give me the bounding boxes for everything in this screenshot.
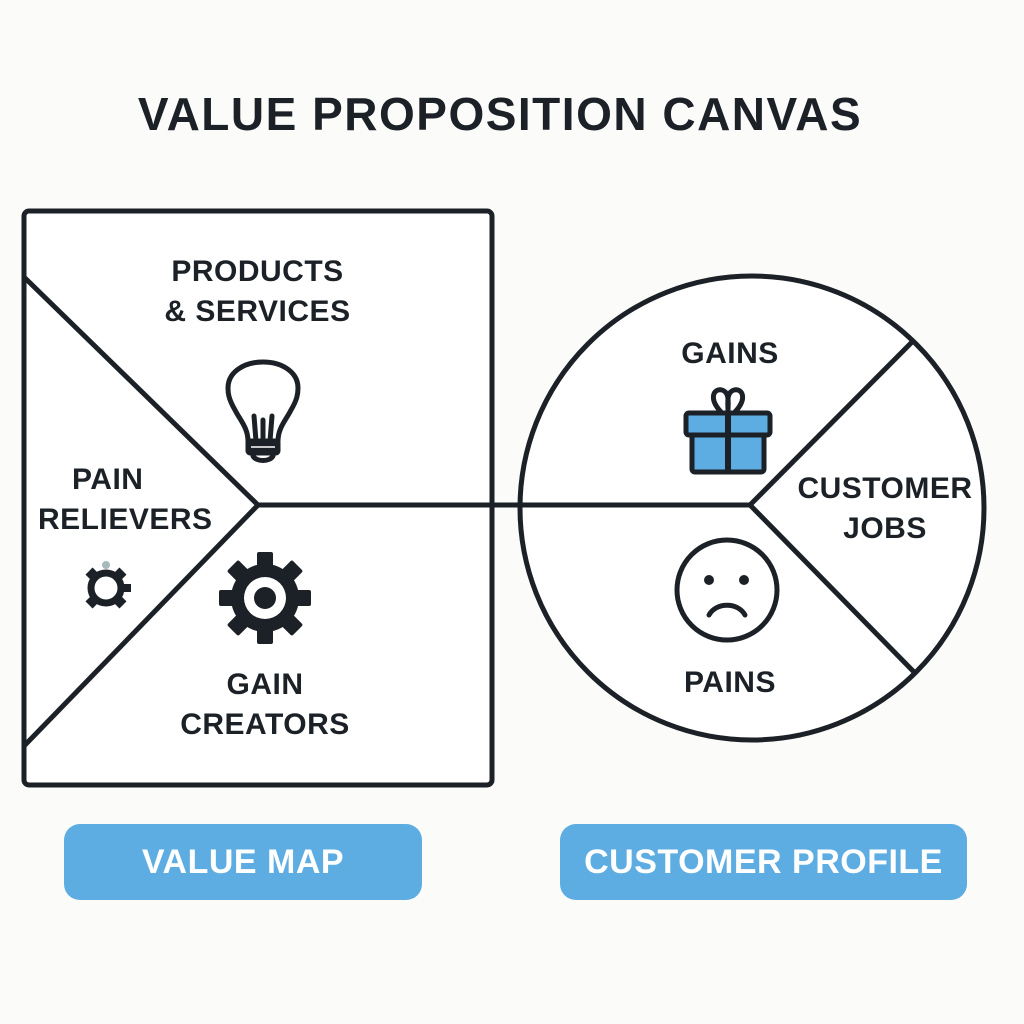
gear-icon bbox=[219, 552, 311, 644]
pain-relievers-line1: PAIN bbox=[72, 463, 144, 496]
products-services-line1: PRODUCTS bbox=[171, 255, 344, 288]
products-services-line2: & SERVICES bbox=[164, 295, 351, 328]
sad-face-icon bbox=[674, 537, 780, 643]
value-map-button-label: VALUE MAP bbox=[141, 842, 345, 881]
circle-lower-divider bbox=[748, 503, 916, 674]
gains-text: GAINS bbox=[681, 337, 779, 370]
pains-label: PAINS bbox=[650, 663, 810, 703]
customer-jobs-line2: JOBS bbox=[843, 512, 927, 545]
gain-creators-line1: GAIN bbox=[226, 668, 304, 701]
value-map-lower-diagonal bbox=[22, 502, 261, 748]
pains-text: PAINS bbox=[684, 666, 776, 699]
value-map-square bbox=[21, 208, 495, 788]
customer-profile-button-label: CUSTOMER PROFILE bbox=[584, 842, 943, 881]
customer-jobs-line1: CUSTOMER bbox=[797, 472, 973, 505]
page-title: VALUE PROPOSITION CANVAS bbox=[137, 88, 863, 140]
value-map-upper-diagonal bbox=[22, 275, 261, 508]
gain-creators-label: GAIN CREATORS bbox=[160, 665, 370, 745]
gains-label: GAINS bbox=[650, 334, 810, 374]
customer-profile-button[interactable]: CUSTOMER PROFILE bbox=[560, 824, 967, 900]
customer-jobs-label: CUSTOMER JOBS bbox=[788, 469, 982, 549]
pain-relievers-line2: RELIEVERS bbox=[38, 503, 213, 536]
products-services-label: PRODUCTS & SERVICES bbox=[150, 252, 365, 332]
gift-icon bbox=[683, 387, 773, 475]
gain-creators-line2: CREATORS bbox=[180, 708, 350, 741]
value-map-button[interactable]: VALUE MAP bbox=[64, 824, 422, 900]
circle-upper-divider bbox=[748, 338, 916, 507]
pain-relievers-label: PAIN RELIEVERS bbox=[30, 460, 230, 540]
